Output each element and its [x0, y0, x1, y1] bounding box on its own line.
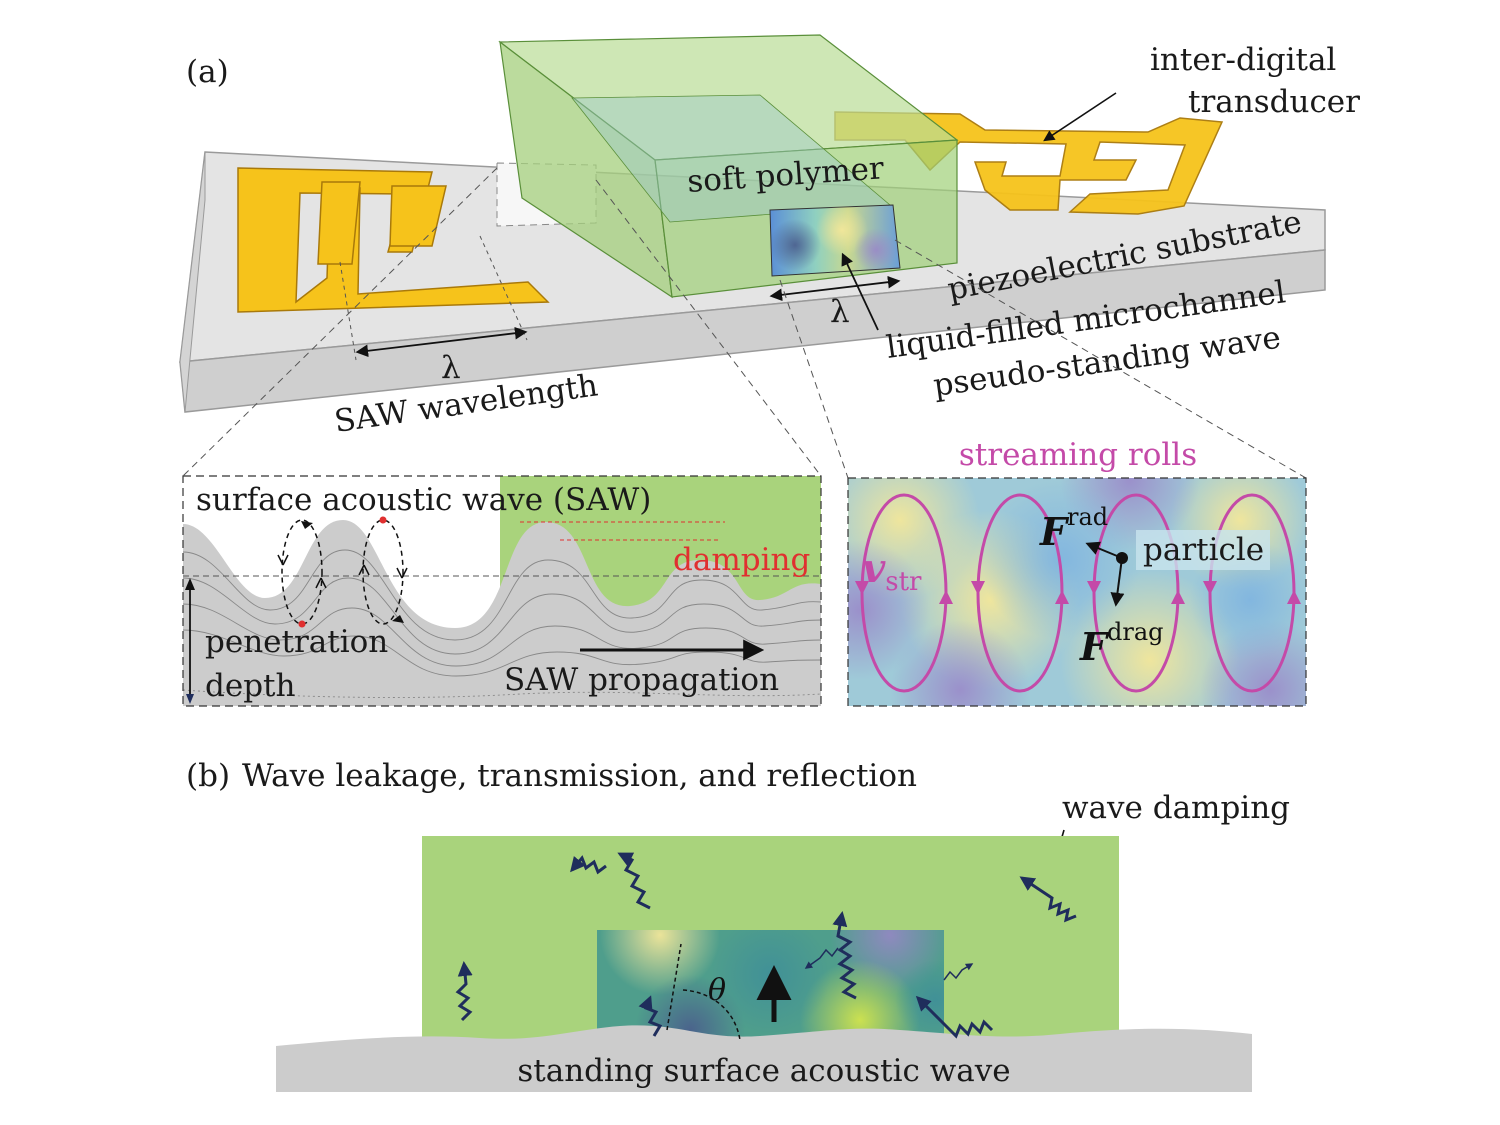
theta-ray: [666, 943, 682, 1031]
panel-b-label: (b): [186, 758, 230, 794]
channel-lambda-arrow: [769, 275, 901, 302]
theta-label: θ: [708, 973, 726, 1008]
panel-a-label: (a): [186, 54, 229, 90]
streaming-title: streaming rolls: [959, 437, 1197, 473]
microchannel-cross-section: [769, 204, 901, 277]
panel-b: (b) Wave leakage, transmission, and refl…: [186, 758, 1290, 1092]
orbit-ellipse-2: [362, 519, 404, 625]
wave-squiggle-3: [455, 961, 473, 1022]
f-drag-arrow: [1110, 557, 1125, 607]
wave-squiggle-7: [638, 995, 663, 1037]
penetration-label-line2: depth: [205, 668, 295, 704]
particle-label: particle: [1143, 532, 1264, 568]
saw-lambda: λ: [441, 350, 461, 386]
wave-damping-label: wave damping: [1062, 790, 1290, 826]
idt-dash-1: [339, 261, 357, 361]
damping-label: damping: [673, 542, 810, 578]
v-str-label: vstr: [862, 545, 922, 597]
f-rad-label: Frad: [1039, 503, 1108, 554]
orbit-ellipse-1: [281, 519, 323, 625]
panel-a: (a): [179, 34, 1360, 707]
channel-b: [597, 930, 944, 1040]
saw-title: surface acoustic wave (SAW): [196, 482, 651, 518]
theta-arc: [682, 989, 741, 1041]
sssaw-label: standing surface acoustic wave: [517, 1053, 1010, 1089]
particle-label-bg: [1136, 530, 1270, 570]
inset-streaming: streaming rolls: [847, 437, 1307, 707]
wave-squiggle-4: [832, 911, 857, 1000]
saw-lambda-arrow: [355, 326, 528, 358]
panel-b-title: Wave leakage, transmission, and reflecti…: [242, 758, 917, 794]
penetration-label-line1: penetration: [205, 624, 388, 660]
propagation-label: SAW propagation: [504, 662, 779, 698]
wave-squiggle-9: [943, 963, 974, 981]
wave-squiggle-6: [1019, 876, 1077, 923]
idt-label-line1: inter-digital: [1150, 42, 1336, 78]
wave-squiggle-8: [804, 947, 839, 969]
substrate-b: [276, 1025, 1252, 1092]
wave-squiggle-1: [617, 852, 651, 910]
wave-squiggle-5: [915, 995, 994, 1039]
channel-lambda: λ: [830, 294, 850, 330]
idt-callout-line: [1043, 92, 1117, 142]
f-rad-arrow: [1085, 541, 1123, 559]
wave-squiggle-2: [570, 855, 607, 875]
idt-left: [237, 167, 550, 313]
zoom-guides: [182, 167, 1307, 479]
idt-dash-2: [479, 235, 528, 341]
f-drag-label: Fdrag: [1079, 618, 1164, 669]
inset-saw: surface acoustic wave (SAW) damping pene…: [182, 475, 822, 707]
idt-label-line2: transducer: [1188, 84, 1360, 120]
